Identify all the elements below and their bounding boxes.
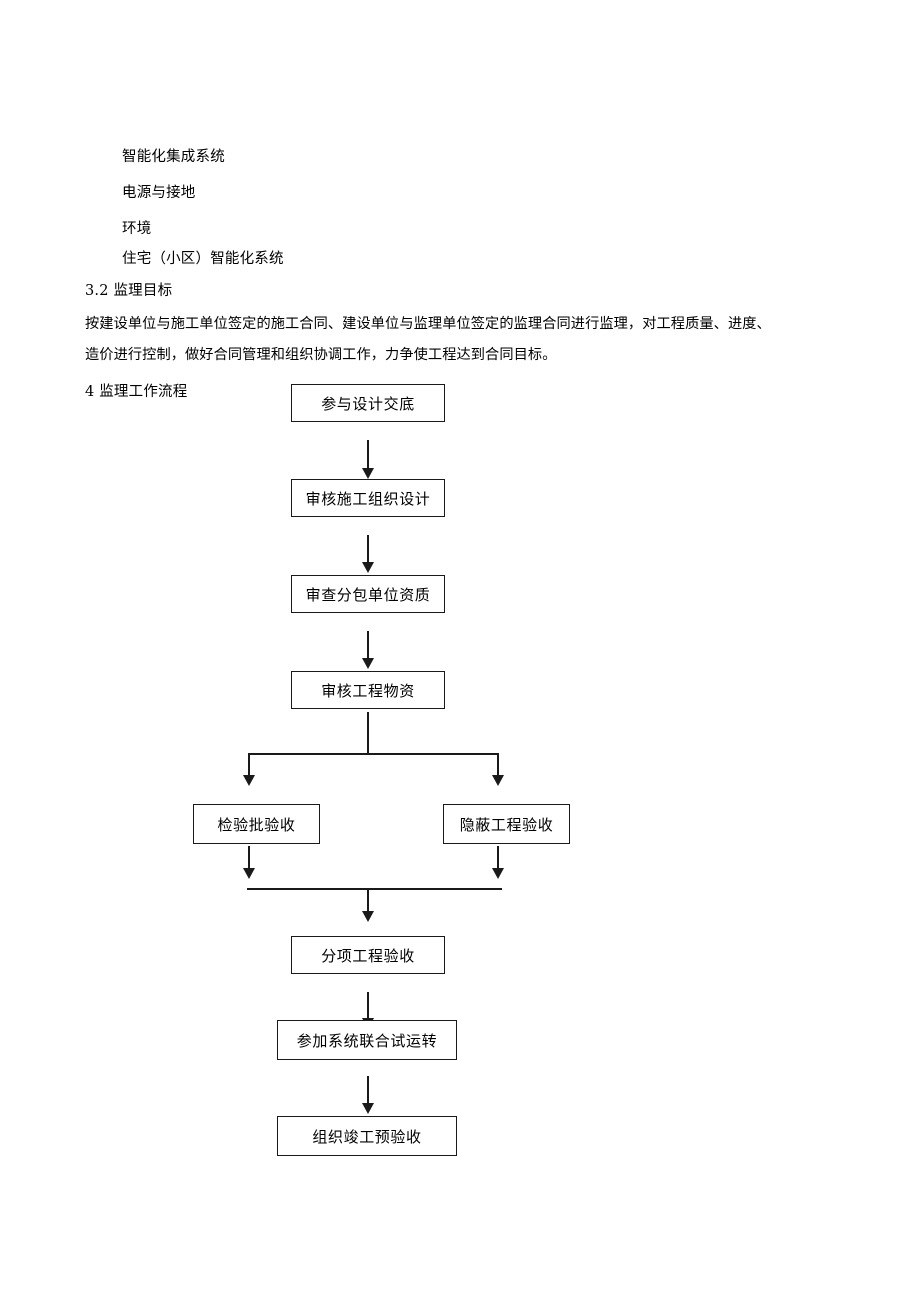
connector-line bbox=[367, 440, 369, 474]
connector-line bbox=[367, 631, 369, 663]
list-item: 智能化集成系统 bbox=[122, 149, 225, 165]
arrow-down-icon bbox=[362, 658, 374, 669]
arrow-down-icon bbox=[362, 1103, 374, 1114]
list-item: 环境 bbox=[122, 221, 152, 237]
flow-node-inspection-lot-acceptance: 检验批验收 bbox=[193, 804, 320, 844]
list-item: 住宅（小区）智能化系统 bbox=[122, 251, 284, 267]
flow-node-joint-trial-operation: 参加系统联合试运转 bbox=[277, 1020, 457, 1060]
arrow-down-icon bbox=[362, 562, 374, 573]
arrow-down-icon bbox=[492, 775, 504, 786]
connector-line-right-branch bbox=[497, 753, 499, 781]
arrow-down-icon bbox=[362, 468, 374, 479]
connector-line bbox=[497, 846, 499, 874]
flow-node-review-subcontractor-qualification: 审查分包单位资质 bbox=[291, 575, 445, 613]
paragraph-line: 按建设单位与施工单位签定的施工合同、建设单位与监理单位签定的监理合同进行监理，对… bbox=[85, 316, 771, 332]
flow-node-design-briefing: 参与设计交底 bbox=[291, 384, 445, 422]
connector-line bbox=[248, 846, 250, 874]
arrow-down-icon bbox=[492, 868, 504, 879]
connector-line bbox=[367, 712, 369, 754]
arrow-down-icon bbox=[243, 775, 255, 786]
section-heading-4: 4 监理工作流程 bbox=[85, 384, 188, 400]
flow-node-completion-pre-acceptance: 组织竣工预验收 bbox=[277, 1116, 457, 1156]
split-bracket-line bbox=[248, 753, 499, 755]
section-heading-3-2: 3.2 监理目标 bbox=[85, 283, 173, 299]
flow-node-review-construction-org-design: 审核施工组织设计 bbox=[291, 479, 445, 517]
connector-line bbox=[367, 1076, 369, 1108]
connector-line bbox=[367, 992, 369, 1023]
flow-node-sub-item-project-acceptance: 分项工程验收 bbox=[291, 936, 445, 974]
merge-bracket-line bbox=[247, 888, 502, 890]
connector-line bbox=[367, 888, 369, 916]
connector-line-left-branch bbox=[248, 753, 250, 781]
connector-line bbox=[367, 535, 369, 567]
paragraph-line: 造价进行控制，做好合同管理和组织协调工作，力争使工程达到合同目标。 bbox=[85, 347, 557, 363]
flow-node-review-project-materials: 审核工程物资 bbox=[291, 671, 445, 709]
list-item: 电源与接地 bbox=[122, 185, 196, 201]
flow-node-concealed-work-acceptance: 隐蔽工程验收 bbox=[443, 804, 570, 844]
arrow-down-icon bbox=[243, 868, 255, 879]
arrow-down-icon bbox=[362, 911, 374, 922]
